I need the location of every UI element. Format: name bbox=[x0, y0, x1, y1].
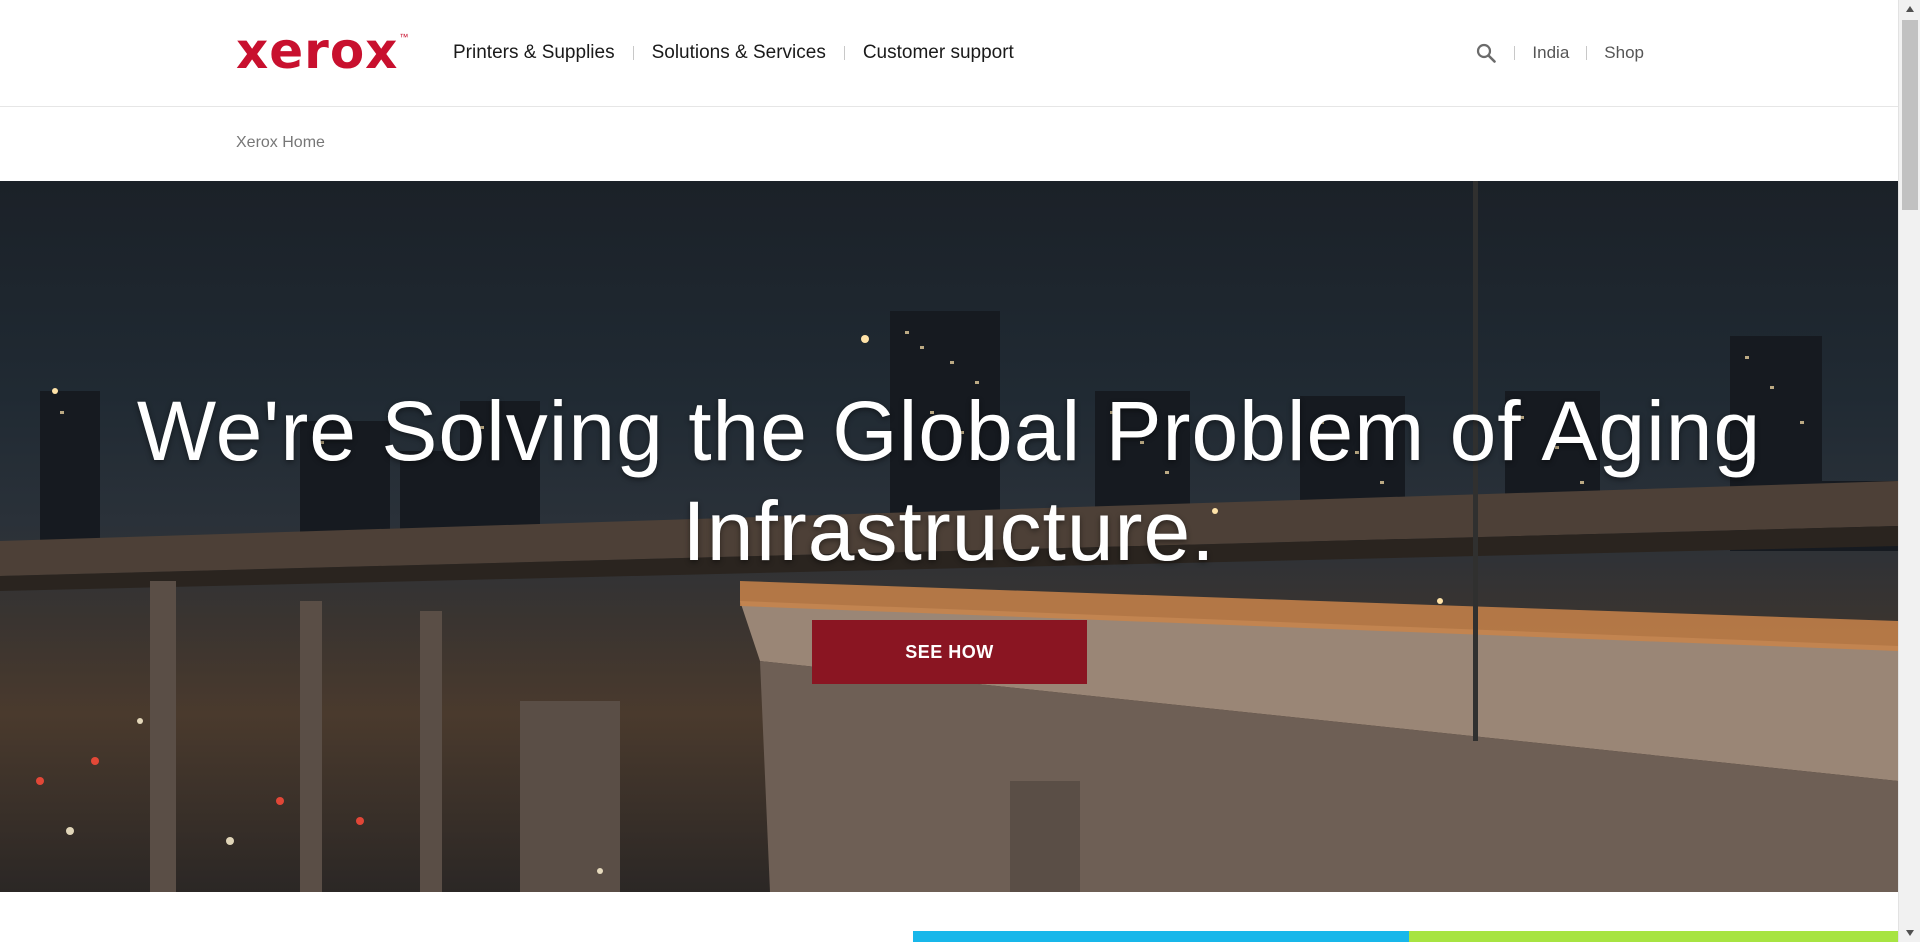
hero-headline: We're Solving the Global Problem of Agin… bbox=[136, 384, 1762, 578]
xerox-logo[interactable]: xerox ™ bbox=[236, 22, 409, 80]
nav-divider bbox=[632, 46, 634, 60]
scroll-down-arrow-icon[interactable] bbox=[1899, 924, 1920, 942]
main-nav: Printers & Supplies Solutions & Services… bbox=[453, 40, 1014, 66]
util-divider bbox=[1586, 46, 1588, 60]
breadcrumb-bar: Xerox Home bbox=[0, 108, 1898, 181]
accent-bar-green bbox=[1409, 931, 1898, 942]
search-icon[interactable] bbox=[1475, 42, 1497, 64]
nav-solutions-services[interactable]: Solutions & Services bbox=[651, 42, 826, 63]
nav-divider bbox=[843, 46, 845, 60]
scrollbar-thumb[interactable] bbox=[1902, 20, 1918, 210]
scroll-up-arrow-icon[interactable] bbox=[1899, 0, 1920, 18]
page-scrollbar[interactable] bbox=[1898, 0, 1920, 942]
accent-bar-blue bbox=[913, 931, 1409, 942]
hero-banner: We're Solving the Global Problem of Agin… bbox=[0, 181, 1898, 892]
nav-printers-supplies[interactable]: Printers & Supplies bbox=[453, 42, 615, 63]
shop-link[interactable]: Shop bbox=[1604, 43, 1644, 62]
utility-nav: India Shop bbox=[1475, 40, 1644, 66]
util-divider bbox=[1514, 46, 1516, 60]
nav-customer-support[interactable]: Customer support bbox=[862, 42, 1014, 63]
trademark-symbol: ™ bbox=[399, 32, 409, 42]
breadcrumb-home-link[interactable]: Xerox Home bbox=[236, 134, 325, 151]
region-selector-link[interactable]: India bbox=[1532, 43, 1570, 62]
logo-wordmark: xerox bbox=[236, 22, 399, 80]
site-header: xerox ™ Printers & Supplies Solutions & … bbox=[0, 0, 1898, 107]
see-how-button[interactable]: SEE HOW bbox=[812, 620, 1087, 684]
